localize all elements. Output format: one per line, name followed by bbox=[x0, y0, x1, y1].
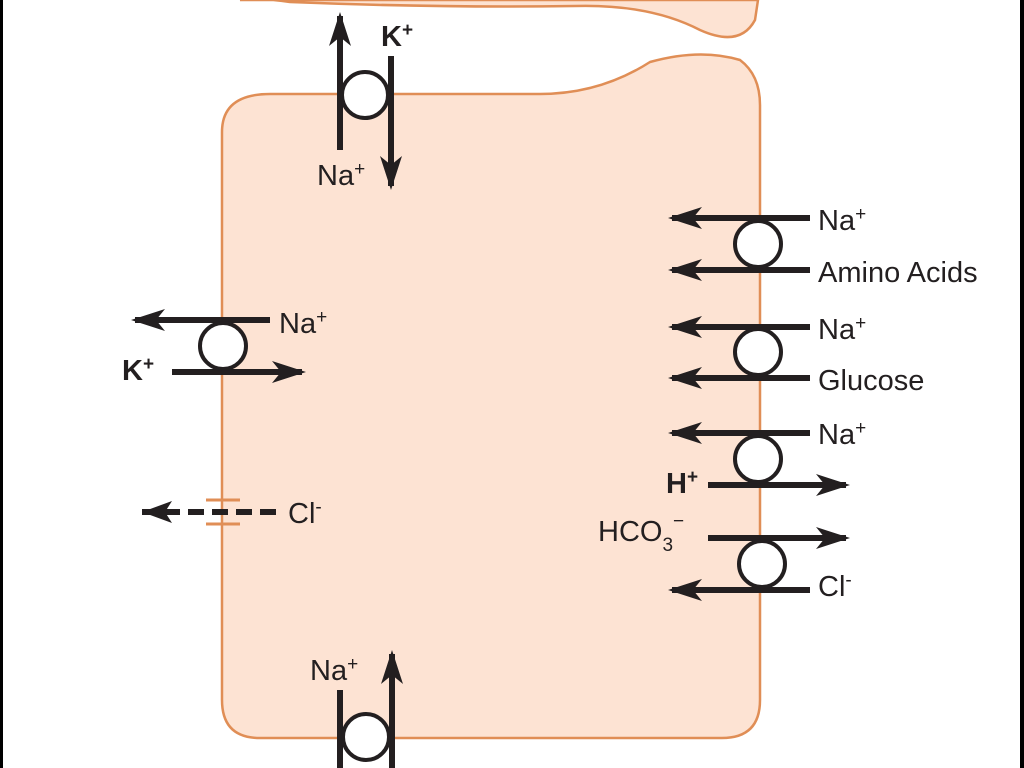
cell-body bbox=[220, 53, 762, 740]
bottom-na-k-pump: Na+ bbox=[310, 650, 403, 768]
na-h-exchanger: Na+ H+ bbox=[666, 418, 866, 500]
amino-acids-label: Amino Acids bbox=[818, 257, 978, 289]
upper-cell-outline bbox=[240, 0, 760, 39]
bicarbonate-label: HCO3− bbox=[598, 511, 684, 556]
bottom-pump-na-label: Na+ bbox=[310, 654, 358, 687]
transporter-circle-icon bbox=[733, 327, 783, 377]
hco3-cl-exchanger: HCO3− Cl- bbox=[598, 511, 852, 603]
transporter-circle-icon bbox=[340, 70, 390, 120]
top-pump-k-label: K+ bbox=[381, 20, 413, 53]
na-amino-acid-symporter: Na+ Amino Acids bbox=[668, 204, 978, 289]
left-pump-k-label: K+ bbox=[122, 354, 154, 387]
transporter-circle-icon bbox=[737, 539, 787, 589]
top-na-k-pump: K+ Na+ bbox=[317, 12, 413, 192]
left-na-k-pump: Na+ K+ bbox=[122, 307, 327, 387]
transporter-circle-icon bbox=[733, 219, 783, 269]
aa-na-label: Na+ bbox=[818, 204, 866, 237]
left-pump-na-label: Na+ bbox=[279, 307, 327, 340]
chloride-channel: Cl- bbox=[142, 497, 322, 530]
chloride-label: Cl- bbox=[288, 497, 322, 530]
glucose-label: Glucose bbox=[818, 365, 924, 397]
arrow-left-icon bbox=[142, 501, 172, 523]
transporter-circle-icon bbox=[198, 321, 248, 371]
transporter-circle-icon bbox=[341, 712, 391, 762]
na-glucose-symporter: Na+ Glucose bbox=[668, 313, 924, 397]
anion-exchanger-cl-label: Cl- bbox=[818, 570, 852, 603]
exchanger-h-label: H+ bbox=[666, 467, 698, 500]
glucose-na-label: Na+ bbox=[818, 313, 866, 346]
transporter-circle-icon bbox=[733, 434, 783, 484]
exchanger-na-label: Na+ bbox=[818, 418, 866, 451]
top-pump-na-label: Na+ bbox=[317, 159, 365, 192]
